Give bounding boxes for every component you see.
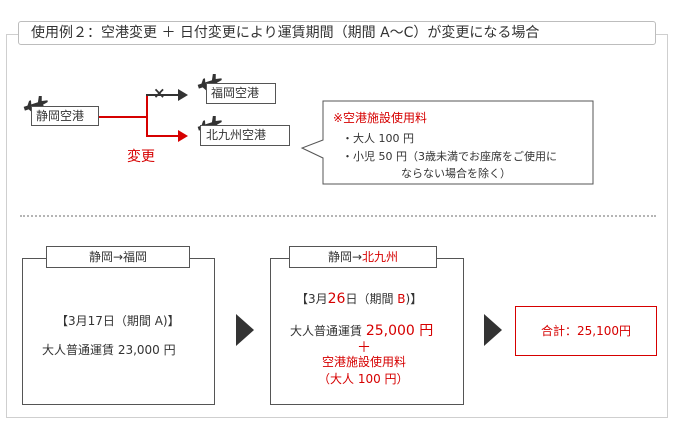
after-date-open: 【3月 (296, 292, 328, 306)
after-fare: 大人普通運賃 25,000 円 (290, 320, 433, 340)
after-card (270, 258, 464, 405)
total-amount: 合計：25,100円 (515, 306, 657, 356)
after-date: 【3月26日（期間 B)】 (296, 290, 422, 307)
route-line-old (146, 94, 180, 96)
divider (20, 215, 656, 217)
title-tab (18, 21, 656, 45)
after-date-period: B (397, 292, 406, 306)
after-card-tab: 静岡→北九州 (289, 246, 437, 268)
route-line-new (146, 135, 180, 137)
before-card-tab: 静岡→福岡 (46, 246, 190, 268)
after-fare-value: 25,000 円 (365, 323, 434, 339)
change-label: 変更 (127, 149, 155, 165)
after-facility-fee: 空港施設使用料 (322, 355, 407, 369)
new-destination: 北九州空港 (200, 125, 290, 146)
plus-sign: ＋ (357, 340, 371, 356)
cancel-mark: × (153, 84, 166, 102)
after-date-day: 26 (327, 291, 346, 307)
origin-airport: 静岡空港 (31, 106, 99, 126)
arrow-right-icon (178, 130, 188, 142)
route-line-vertical (146, 94, 148, 136)
facility-note-continuation: ならない場合を除く） (401, 167, 511, 180)
after-tab-prefix: 静岡→ (327, 250, 363, 264)
speech-bubble (300, 100, 594, 185)
before-card (22, 258, 215, 405)
facility-note-title: ※空港施設使用料 (333, 111, 428, 125)
facility-note-item: ・大人 100 円 (342, 132, 414, 145)
after-date-close: )】 (405, 292, 423, 306)
route-line-main (99, 116, 147, 118)
after-tab-dest: 北九州 (362, 250, 399, 264)
after-fare-label: 大人普通運賃 (290, 324, 366, 338)
arrow-right-icon (484, 314, 502, 346)
arrow-right-icon (236, 314, 254, 346)
after-facility-fee-detail: （大人 100 円） (318, 372, 409, 386)
original-destination: 福岡空港 (206, 83, 276, 104)
after-date-mid: 日（期間 (345, 292, 398, 306)
before-fare: 大人普通運賃 23,000 円 (42, 343, 176, 357)
facility-note-item: ・小児 50 円（3歳未満でお座席をご使用に (342, 150, 557, 163)
before-date: 【3月17日（期間 A)】 (56, 314, 180, 328)
arrow-right-icon (178, 89, 188, 101)
page-title: 使用例２：空港変更 ＋ 日付変更により運賃期間（期間 A〜C）が変更になる場合 (31, 25, 540, 41)
